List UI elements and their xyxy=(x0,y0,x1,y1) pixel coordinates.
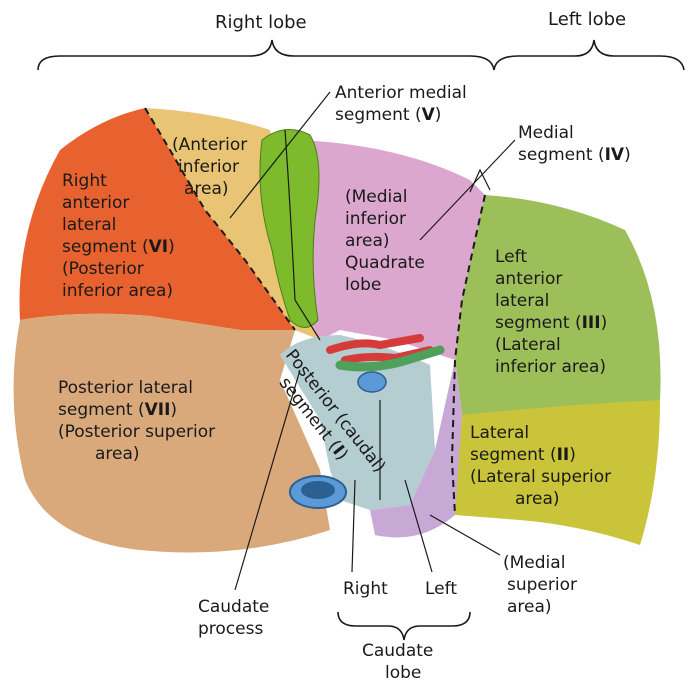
svg-text:superior: superior xyxy=(507,575,577,595)
svg-text:area): area) xyxy=(345,231,390,251)
svg-text:segment (V): segment (V) xyxy=(335,105,441,125)
left-lobe-label: Left lobe xyxy=(548,9,626,30)
svg-text:anterior: anterior xyxy=(495,269,562,289)
svg-text:segment (VI): segment (VI) xyxy=(62,237,175,257)
svg-text:Lateral: Lateral xyxy=(470,423,529,443)
svg-text:process: process xyxy=(198,619,263,639)
label-medial-superior-area: (Medial superior area) xyxy=(503,553,577,617)
ivc-upper xyxy=(358,372,386,392)
svg-text:inferior area): inferior area) xyxy=(495,357,606,377)
svg-text:inferior area): inferior area) xyxy=(62,281,173,301)
svg-text:(Posterior: (Posterior xyxy=(62,259,144,279)
svg-text:area): area) xyxy=(515,489,560,509)
svg-text:segment (II): segment (II) xyxy=(470,445,576,465)
svg-text:Right: Right xyxy=(62,171,107,191)
svg-text:area): area) xyxy=(507,597,552,617)
leader-medial-superior xyxy=(430,515,500,555)
left-lobe-brace xyxy=(494,40,684,70)
svg-text:Quadrate: Quadrate xyxy=(345,253,425,273)
svg-text:Left: Left xyxy=(495,247,527,267)
label-medial-segment: Medial segment (IV) xyxy=(518,123,631,165)
svg-text:segment (VII): segment (VII) xyxy=(58,400,177,420)
svg-text:Medial: Medial xyxy=(518,123,574,143)
right-lobe-brace xyxy=(38,40,494,70)
svg-text:(Lateral superior: (Lateral superior xyxy=(470,467,611,487)
svg-text:(Posterior superior: (Posterior superior xyxy=(58,422,215,442)
svg-text:Anterior medial: Anterior medial xyxy=(335,83,467,103)
svg-text:lobe: lobe xyxy=(385,663,421,683)
svg-text:(Lateral: (Lateral xyxy=(495,335,561,355)
svg-text:lateral: lateral xyxy=(495,291,549,311)
svg-text:segment (IV): segment (IV) xyxy=(518,145,631,165)
svg-text:area): area) xyxy=(184,179,229,199)
label-caudate-right: Right xyxy=(343,579,388,599)
segment-iii-region xyxy=(455,195,661,415)
svg-text:(Medial: (Medial xyxy=(345,187,407,207)
svg-text:inferior: inferior xyxy=(345,209,406,229)
svg-text:lobe: lobe xyxy=(345,275,381,295)
svg-text:(Anterior: (Anterior xyxy=(172,135,247,155)
label-caudate-lobe: Caudate lobe xyxy=(362,641,433,683)
svg-text:segment (III): segment (III) xyxy=(495,313,607,333)
label-caudate-process: Caudate process xyxy=(198,597,269,639)
svg-text:(Medial: (Medial xyxy=(503,553,565,573)
svg-text:anterior: anterior xyxy=(62,193,129,213)
svg-text:area): area) xyxy=(95,444,140,464)
label-anterior-medial-segment: Anterior medial segment (V) xyxy=(335,83,467,125)
caudate-brace xyxy=(338,612,470,640)
ivc-stump-lumen xyxy=(301,481,335,499)
svg-text:inferior: inferior xyxy=(178,157,239,177)
svg-text:lateral: lateral xyxy=(62,215,116,235)
label-caudate-left: Left xyxy=(425,579,457,599)
svg-text:Caudate: Caudate xyxy=(198,597,269,617)
svg-text:Caudate: Caudate xyxy=(362,641,433,661)
svg-text:Posterior lateral: Posterior lateral xyxy=(58,378,193,398)
right-lobe-label: Right lobe xyxy=(215,12,307,33)
